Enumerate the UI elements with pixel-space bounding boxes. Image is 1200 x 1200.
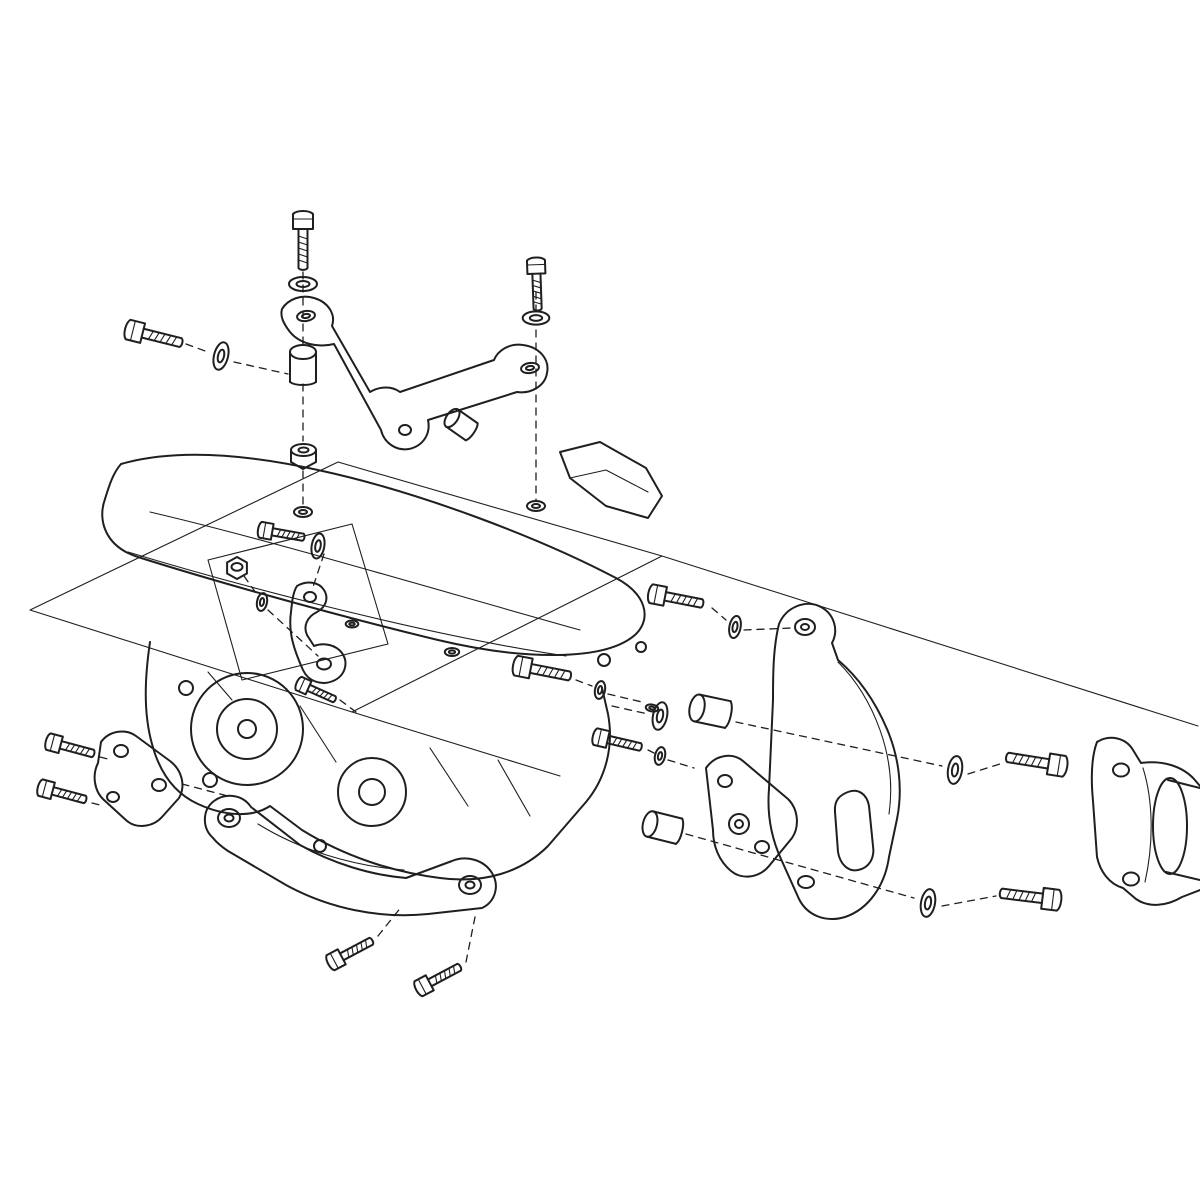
upper-mount-bracket	[281, 297, 547, 450]
side-bolt-upper	[510, 654, 574, 688]
mount-spacer-block	[291, 444, 316, 469]
support-arm	[205, 796, 496, 915]
arm-bolt-b	[411, 958, 466, 999]
mid-small-washer	[254, 591, 270, 613]
left-mount-washer	[209, 339, 233, 373]
arm-bolt-a	[323, 932, 378, 973]
intake-housing	[560, 442, 662, 666]
mount-bushing	[289, 344, 317, 386]
side-bolt-lower	[590, 726, 645, 757]
left-mount-bolt	[121, 318, 186, 354]
long-bolt-upper-washer	[944, 754, 966, 786]
bracket-end-spacer	[440, 405, 481, 443]
long-bolt-lower	[997, 881, 1064, 913]
side-bolt-lower-washer	[652, 745, 668, 767]
stay-bracket	[290, 583, 345, 683]
rear-support-bracket	[706, 756, 797, 877]
front-bolt-a	[42, 731, 98, 763]
accessory-bracket-bolt	[645, 582, 707, 615]
accessory-bracket-bolt-washer	[726, 614, 744, 640]
long-bolt-upper	[1003, 745, 1070, 779]
front-bolt-b	[34, 777, 90, 809]
spacer-sleeve	[685, 692, 735, 730]
top-mount-bolt	[292, 210, 314, 271]
valve-cover	[102, 455, 644, 657]
lower-sleeve	[639, 808, 687, 846]
accessory-bracket	[769, 604, 900, 919]
front-bracket-plate	[95, 731, 183, 825]
bracket-front-washer	[521, 310, 551, 326]
bracket-front-bolt	[525, 256, 548, 312]
assembly-axis	[92, 272, 1000, 962]
side-bolt-upper-washer	[592, 679, 660, 714]
right-end-housing	[1092, 738, 1200, 905]
engine-block	[146, 642, 610, 880]
long-bolt-lower-washer	[917, 886, 939, 920]
